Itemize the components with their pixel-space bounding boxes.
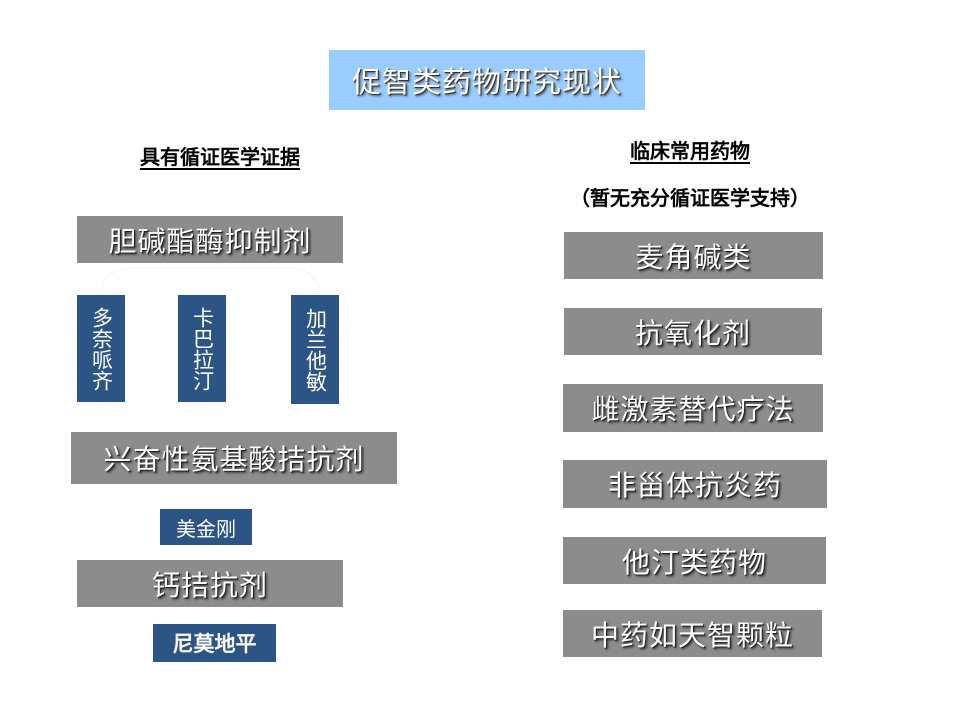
item-statins: 他汀类药物 [563, 537, 826, 584]
drug-donepezil: 多奈哌齐 [77, 295, 125, 402]
drug-nimodipine: 尼莫地平 [153, 624, 276, 662]
drug-memantine: 美金刚 [160, 509, 252, 545]
slide-title: 促智类药物研究现状 [329, 50, 645, 110]
category-calcium-antagonists: 钙拮抗剂 [77, 560, 343, 607]
item-tcm-tianzhi-granules: 中药如天智颗粒 [563, 610, 822, 657]
category-cholinesterase-inhibitors: 胆碱酯酶抑制剂 [77, 216, 343, 263]
right-subheading: （暂无充分循证医学支持） [570, 185, 810, 210]
drug-galantamine: 加兰他敏 [291, 295, 339, 404]
item-antioxidants: 抗氧化剂 [564, 308, 822, 355]
item-estrogen-therapy: 雌激素替代疗法 [563, 384, 823, 432]
right-heading: 临床常用药物 [630, 138, 750, 163]
item-nsaids: 非甾体抗炎药 [563, 460, 827, 508]
left-heading: 具有循证医学证据 [140, 144, 300, 169]
category-nmda-antagonists: 兴奋性氨基酸拮抗剂 [71, 432, 397, 484]
drug-rivastigmine: 卡巴拉汀 [178, 295, 226, 402]
connector-bracket [99, 267, 321, 301]
item-ergot-alkaloids: 麦角碱类 [564, 232, 823, 279]
